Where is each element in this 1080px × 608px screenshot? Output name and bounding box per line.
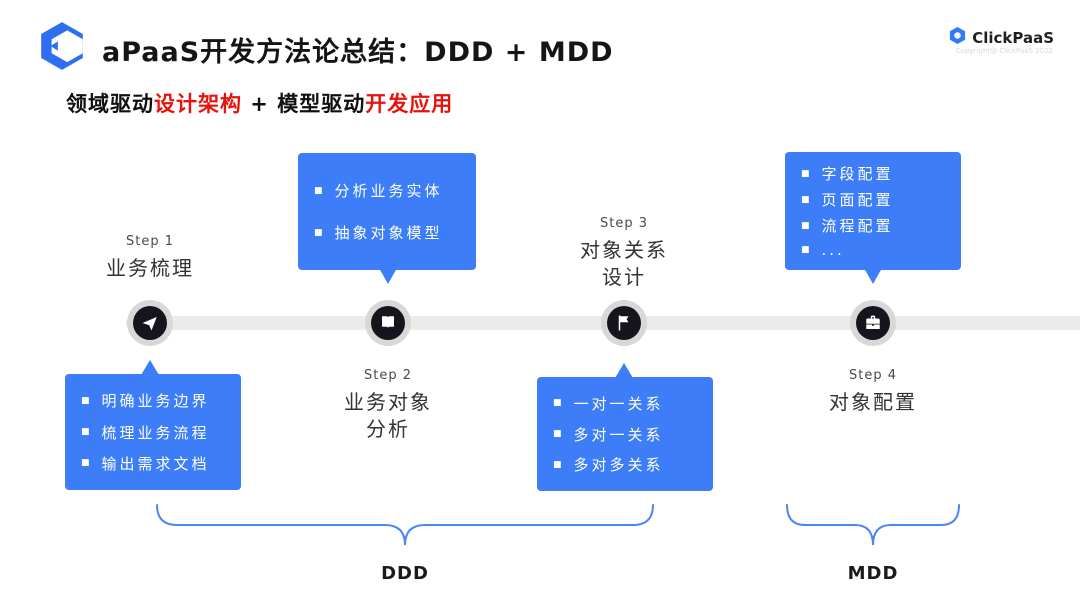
callout4-pointer — [864, 268, 882, 284]
flag-icon — [607, 306, 641, 340]
step1-label: Step 1 — [125, 234, 174, 249]
callout-item: 明确业务边界 — [81, 390, 225, 411]
step3-label: Step 3 — [599, 216, 648, 231]
mdd-group-label: MDD — [847, 563, 899, 584]
callout-item: 页面配置 — [801, 189, 945, 210]
timeline-node-step2 — [365, 300, 411, 346]
copyright-text: Copyright@ ClickPaaS 2022 — [955, 47, 1053, 55]
ddd-group-label: DDD — [381, 563, 429, 584]
book-icon — [371, 306, 405, 340]
step2-title: 业务对象 分析 — [344, 390, 432, 441]
callout-item: 字段配置 — [801, 163, 945, 184]
step3-callout: 一对一关系 多对一关系 多对多关系 — [537, 377, 713, 491]
callout-item: ... — [801, 241, 945, 259]
callout-item: 抽象对象模型 — [314, 222, 460, 243]
mdd-brace — [785, 503, 961, 553]
timeline-node-step1 — [127, 300, 173, 346]
step1-title: 业务梳理 — [106, 256, 194, 280]
subtitle-segment: 领域驱动 — [66, 92, 154, 116]
subtitle-segment-red: 开发应用 — [365, 92, 454, 116]
step3-label-block: Step 3 对象关系 设计 — [539, 216, 709, 291]
callout-item: 一对一关系 — [553, 393, 697, 414]
hexagon-bullet-icon — [36, 20, 88, 72]
subtitle: 领域驱动设计架构 + 模型驱动开发应用 — [66, 88, 453, 118]
step2-label: Step 2 — [363, 368, 412, 383]
callout2-pointer — [379, 268, 397, 284]
briefcase-icon — [856, 306, 890, 340]
callout-item: 输出需求文档 — [81, 453, 225, 474]
callout-item: 多对多关系 — [553, 454, 697, 475]
clickpaas-logo-icon — [948, 26, 967, 49]
step1-callout: 明确业务边界 梳理业务流程 输出需求文档 — [65, 374, 241, 490]
callout-item: 梳理业务流程 — [81, 422, 225, 443]
step4-callout: 字段配置 页面配置 流程配置 ... — [785, 152, 961, 270]
callout1-pointer — [141, 360, 159, 375]
clickpaas-logo-text: ClickPaaS — [972, 28, 1054, 47]
step2-callout: 分析业务实体 抽象对象模型 — [298, 153, 476, 270]
paper-plane-icon — [133, 306, 167, 340]
step2-label-block: Step 2 业务对象 分析 — [303, 368, 473, 443]
step4-label-block: Step 4 对象配置 — [788, 368, 958, 416]
callout-item: 多对一关系 — [553, 424, 697, 445]
timeline-node-step3 — [601, 300, 647, 346]
step4-label: Step 4 — [848, 368, 897, 383]
callout-item: 流程配置 — [801, 215, 945, 236]
subtitle-segment-red: 设计架构 — [154, 92, 242, 116]
callout-item: 分析业务实体 — [314, 180, 460, 201]
subtitle-segment: + 模型驱动 — [242, 92, 366, 116]
callout3-pointer — [615, 363, 633, 378]
ddd-brace — [155, 503, 655, 553]
timeline-node-step4 — [850, 300, 896, 346]
step3-title: 对象关系 设计 — [580, 238, 668, 289]
clickpaas-logo: ClickPaaS — [948, 26, 1054, 49]
page-title: aPaaS开发方法论总结：DDD + MDD — [102, 37, 614, 68]
step4-title: 对象配置 — [829, 390, 917, 414]
step1-label-block: Step 1 业务梳理 — [65, 234, 235, 282]
